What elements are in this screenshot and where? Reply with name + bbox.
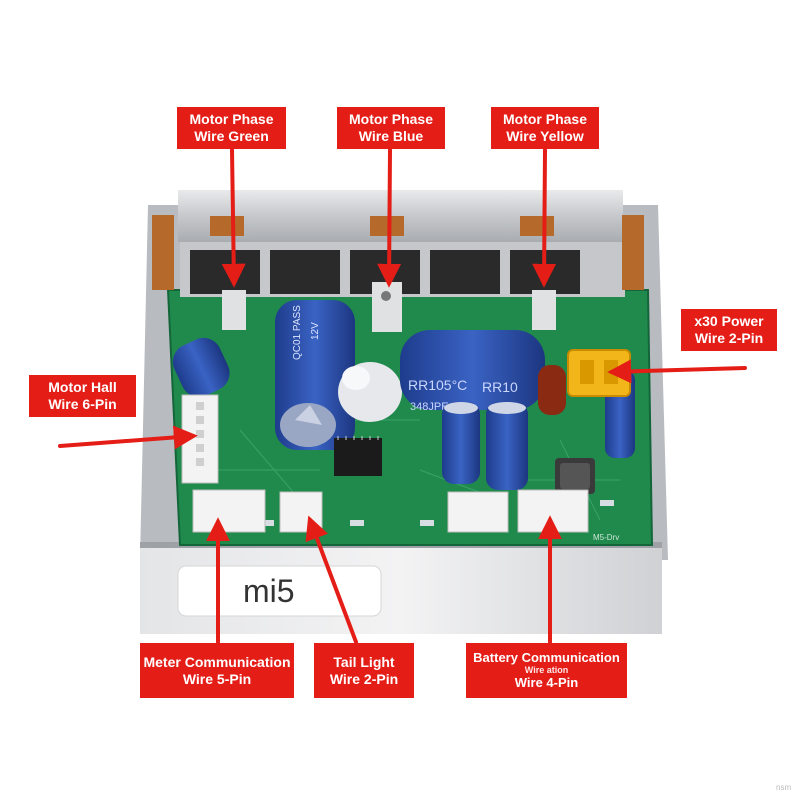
- large-capacitor: QC01 PASS 12V: [275, 300, 355, 450]
- svg-text:QC01 PASS: QC01 PASS: [292, 305, 303, 360]
- callout-power: x30 Power Wire 2-Pin: [681, 309, 777, 351]
- callout-line: x30 Power: [694, 313, 764, 330]
- callout-motor-phase-green: Motor Phase Wire Green: [177, 107, 286, 149]
- callout-battery-communication: Battery Communication Wire ation Wire 4-…: [466, 643, 627, 698]
- callout-line: Wire Green: [194, 128, 269, 144]
- callout-motor-phase-yellow: Motor Phase Wire Yellow: [491, 107, 599, 149]
- callout-line: Motor Phase: [189, 111, 274, 128]
- svg-text:RR105°C: RR105°C: [408, 377, 467, 393]
- mi5-label: mi5: [177, 565, 382, 617]
- callout-line: Wire 2-Pin: [694, 330, 764, 346]
- callout-line: Wire 2-Pin: [329, 670, 399, 687]
- callout-motor-hall: Motor Hall Wire 6-Pin: [29, 375, 136, 417]
- pcb-marking: M5-Drv: [593, 533, 619, 542]
- svg-text:12V: 12V: [310, 322, 321, 340]
- callout-tail-light: Tail Light Wire 2-Pin: [314, 643, 414, 698]
- white-connectors-bottom: [192, 489, 589, 533]
- callout-line-overlap: Wire ation: [524, 665, 569, 675]
- callout-line: Motor Phase: [348, 111, 433, 128]
- heatsink: [152, 190, 644, 332]
- callout-line: Battery Communication: [473, 650, 620, 666]
- callout-arrows: [58, 148, 747, 644]
- svg-text:mi5: mi5: [243, 573, 295, 609]
- callout-line: Wire 5-Pin: [182, 670, 252, 687]
- callout-motor-phase-blue: Motor Phase Wire Blue: [337, 107, 445, 149]
- callout-line: Meter Communication: [143, 653, 291, 670]
- callout-line: Motor Hall: [48, 379, 117, 396]
- svg-text:RR10: RR10: [482, 379, 518, 395]
- callout-line: Motor Phase: [502, 111, 587, 128]
- film-capacitor: RR105°C RR10 348JPE: [400, 330, 545, 413]
- inductor: [555, 458, 595, 494]
- svg-text:348JPE: 348JPE: [410, 401, 449, 413]
- electrolytic-capacitors: [442, 402, 528, 490]
- callout-line: Tail Light: [333, 653, 395, 670]
- callout-line: Wire Yellow: [506, 128, 584, 144]
- callout-line: Wire 4-Pin: [514, 675, 579, 690]
- microcontroller-chip: [334, 436, 382, 476]
- callout-meter-communication: Meter Communication Wire 5-Pin: [140, 643, 294, 698]
- callout-line: Wire 6-Pin: [48, 396, 117, 412]
- glue-blob: [338, 362, 402, 422]
- watermark: nsm: [776, 783, 792, 792]
- hall-connector: [181, 394, 219, 484]
- callout-line: Wire Blue: [358, 128, 424, 144]
- small-capacitor-left: [172, 337, 230, 398]
